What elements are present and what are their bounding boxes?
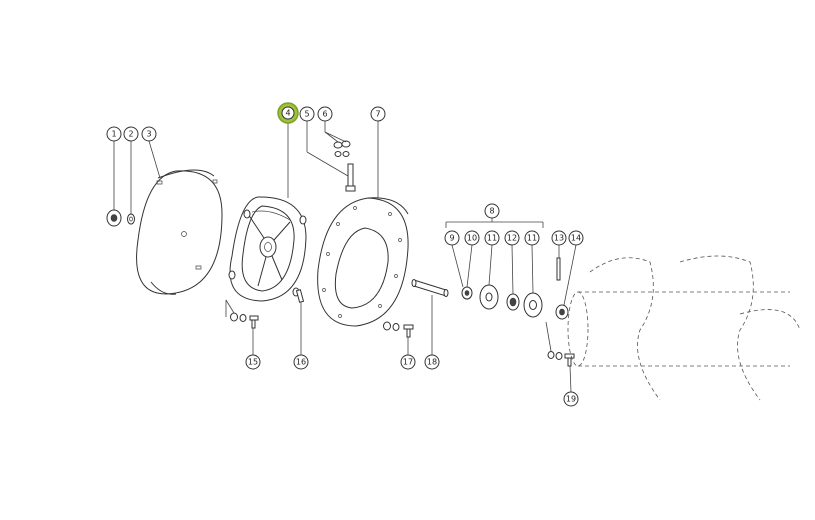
callout-10[interactable]: 10 xyxy=(464,230,480,246)
callout-7[interactable]: 7 xyxy=(370,106,386,122)
svg-text:3: 3 xyxy=(146,130,151,139)
part-18-shaft[interactable] xyxy=(412,280,448,297)
svg-text:15: 15 xyxy=(248,358,258,367)
svg-text:14: 14 xyxy=(571,234,581,243)
svg-text:10: 10 xyxy=(467,234,477,243)
part-11-flange-bearing-left[interactable] xyxy=(480,285,498,309)
callout-13[interactable]: 13 xyxy=(551,230,567,246)
part-11-flange-bearing-right[interactable] xyxy=(524,293,542,317)
callout-2[interactable]: 2 xyxy=(123,126,139,142)
callout-5[interactable]: 5 xyxy=(299,106,315,122)
callout-11-left[interactable]: 11 xyxy=(484,230,500,246)
callout-14[interactable]: 14 xyxy=(568,230,584,246)
callout-1[interactable]: 1 xyxy=(106,126,122,142)
part-3-cover-plate[interactable] xyxy=(137,170,222,294)
svg-text:8: 8 xyxy=(489,207,494,216)
svg-text:4: 4 xyxy=(285,109,290,118)
callout-8[interactable]: 8 xyxy=(484,203,500,219)
part-10-bushing[interactable] xyxy=(462,287,472,299)
svg-text:17: 17 xyxy=(403,358,413,367)
callout-3[interactable]: 3 xyxy=(141,126,157,142)
part-1-nut[interactable] xyxy=(107,210,121,226)
svg-text:2: 2 xyxy=(128,130,133,139)
part-14-collar[interactable] xyxy=(556,305,568,319)
callout-18[interactable]: 18 xyxy=(424,354,440,370)
part-7-ring-flange[interactable] xyxy=(318,198,408,326)
svg-text:6: 6 xyxy=(322,110,327,119)
svg-text:11: 11 xyxy=(527,234,537,243)
svg-text:12: 12 xyxy=(507,234,517,243)
callout-17[interactable]: 17 xyxy=(400,354,416,370)
part-19-bolt[interactable] xyxy=(548,352,574,367)
svg-text:13: 13 xyxy=(554,234,564,243)
callouts: 1 2 3 4 5 6 7 8 9 10 11 12 11 13 14 15 1… xyxy=(106,102,584,407)
svg-text:16: 16 xyxy=(296,358,306,367)
part-4-housing[interactable] xyxy=(229,197,306,301)
svg-text:19: 19 xyxy=(566,395,576,404)
svg-text:18: 18 xyxy=(427,358,437,367)
callout-9[interactable]: 9 xyxy=(444,230,460,246)
svg-text:1: 1 xyxy=(111,130,116,139)
part-6-screws[interactable] xyxy=(334,141,350,157)
svg-text:7: 7 xyxy=(375,110,380,119)
svg-text:9: 9 xyxy=(449,234,454,243)
part-5-bolt[interactable] xyxy=(346,164,355,191)
callout-15[interactable]: 15 xyxy=(245,354,261,370)
part-17-bolt[interactable] xyxy=(384,322,414,337)
part-12-bearing[interactable] xyxy=(507,294,519,310)
part-15-fasteners[interactable] xyxy=(231,313,259,328)
callout-16[interactable]: 16 xyxy=(293,354,309,370)
svg-text:5: 5 xyxy=(304,110,309,119)
part-16-pin[interactable] xyxy=(297,290,304,303)
leader-lines xyxy=(113,121,577,393)
callout-6[interactable]: 6 xyxy=(317,106,333,122)
part-13-pin[interactable] xyxy=(557,258,560,280)
callout-11-right[interactable]: 11 xyxy=(524,230,540,246)
callout-12[interactable]: 12 xyxy=(504,230,520,246)
callout-4-highlighted[interactable]: 4 xyxy=(277,102,299,124)
svg-text:11: 11 xyxy=(487,234,497,243)
callout-19[interactable]: 19 xyxy=(563,391,579,407)
part-2-washer[interactable] xyxy=(128,214,135,224)
auger-outline xyxy=(568,256,800,400)
